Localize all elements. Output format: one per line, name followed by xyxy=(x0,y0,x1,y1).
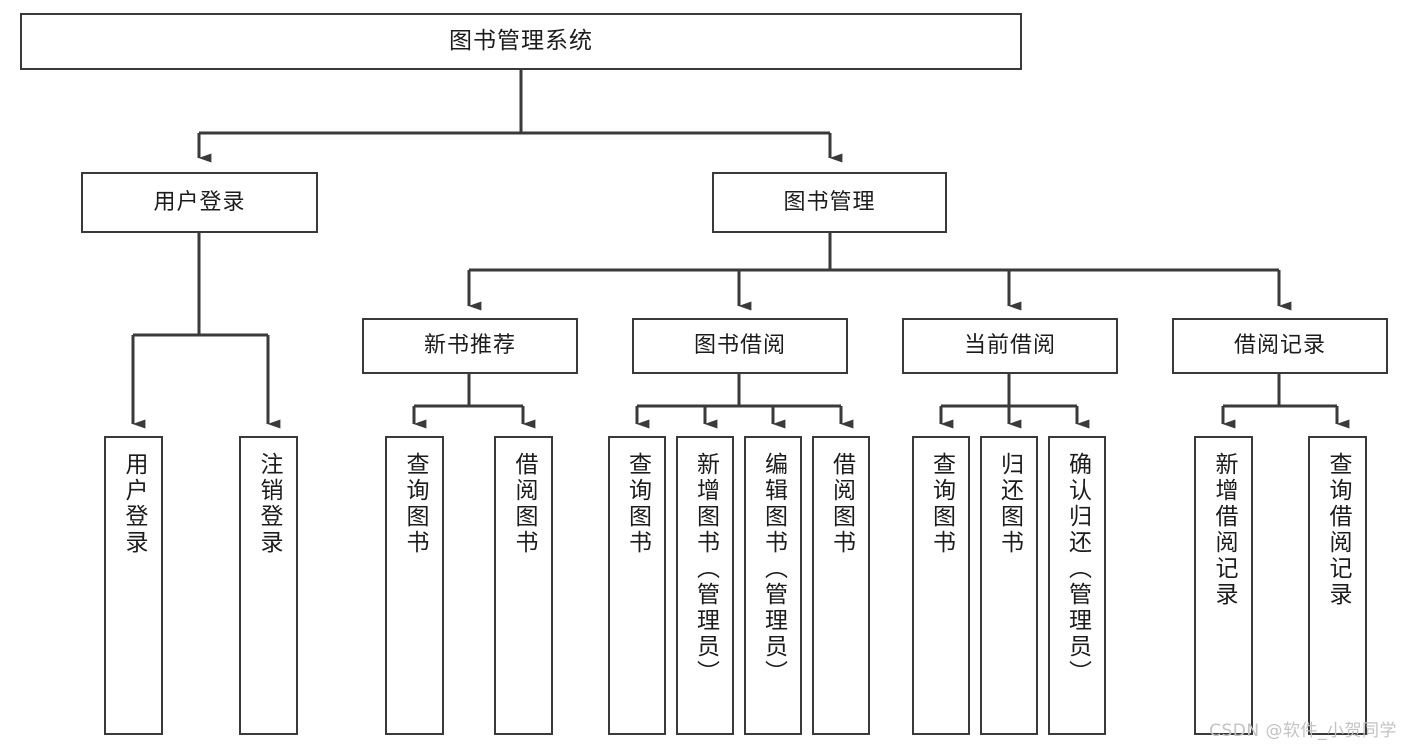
node-leaf-borrow-book-1[interactable]: 借阅图书 xyxy=(494,436,553,735)
node-leaf-query-record[interactable]: 查询借阅记录 xyxy=(1308,436,1367,735)
node-leaf-borrow-book-2[interactable]: 借阅图书 xyxy=(812,436,870,735)
node-leaf-add-record-label: 新增借阅记录 xyxy=(1211,452,1237,608)
node-leaf-query-book-1[interactable]: 查询图书 xyxy=(385,436,444,735)
node-root-label: 图书管理系统 xyxy=(449,27,593,54)
node-leaf-logout-label: 注销登录 xyxy=(256,452,282,556)
node-leaf-confirm-return-label: 确认归还（管理员） xyxy=(1064,452,1091,686)
node-book-manage[interactable]: 图书管理 xyxy=(712,172,947,233)
node-leaf-user-login-label: 用户登录 xyxy=(121,452,147,556)
node-leaf-logout[interactable]: 注销登录 xyxy=(239,436,298,735)
node-current-borrow[interactable]: 当前借阅 xyxy=(902,318,1118,374)
node-user-login-label: 用户登录 xyxy=(153,189,246,215)
node-new-book-rec-label: 新书推荐 xyxy=(423,333,516,359)
node-new-book-rec[interactable]: 新书推荐 xyxy=(362,318,578,374)
node-current-borrow-label: 当前借阅 xyxy=(963,333,1056,359)
node-leaf-borrow-book-2-label: 借阅图书 xyxy=(828,452,855,556)
node-borrow-record[interactable]: 借阅记录 xyxy=(1172,318,1388,374)
node-leaf-query-book-1-label: 查询图书 xyxy=(402,452,428,556)
node-root[interactable]: 图书管理系统 xyxy=(20,13,1022,70)
node-leaf-query-book-3[interactable]: 查询图书 xyxy=(912,436,970,735)
node-leaf-query-book-2[interactable]: 查询图书 xyxy=(608,436,666,735)
node-book-borrow[interactable]: 图书借阅 xyxy=(632,318,848,374)
node-leaf-return-book-label: 归还图书 xyxy=(996,452,1023,556)
node-leaf-query-book-2-label: 查询图书 xyxy=(624,452,651,556)
node-book-borrow-label: 图书借阅 xyxy=(693,333,786,359)
node-leaf-edit-book[interactable]: 编辑图书（管理员） xyxy=(744,436,802,735)
node-leaf-query-record-label: 查询借阅记录 xyxy=(1325,452,1351,608)
node-book-manage-label: 图书管理 xyxy=(783,189,876,215)
node-leaf-user-login[interactable]: 用户登录 xyxy=(104,436,163,735)
node-leaf-borrow-book-1-label: 借阅图书 xyxy=(511,452,537,556)
node-leaf-add-record[interactable]: 新增借阅记录 xyxy=(1194,436,1253,735)
node-leaf-confirm-return[interactable]: 确认归还（管理员） xyxy=(1048,436,1106,735)
node-user-login[interactable]: 用户登录 xyxy=(81,172,318,233)
csdn-watermark: CSDN @软件_小贺同学 xyxy=(1209,721,1397,741)
node-leaf-add-book[interactable]: 新增图书（管理员） xyxy=(676,436,734,735)
node-borrow-record-label: 借阅记录 xyxy=(1233,333,1326,359)
node-leaf-add-book-label: 新增图书（管理员） xyxy=(692,452,719,686)
node-leaf-query-book-3-label: 查询图书 xyxy=(928,452,955,556)
node-leaf-return-book[interactable]: 归还图书 xyxy=(980,436,1038,735)
node-leaf-edit-book-label: 编辑图书（管理员） xyxy=(760,452,787,686)
